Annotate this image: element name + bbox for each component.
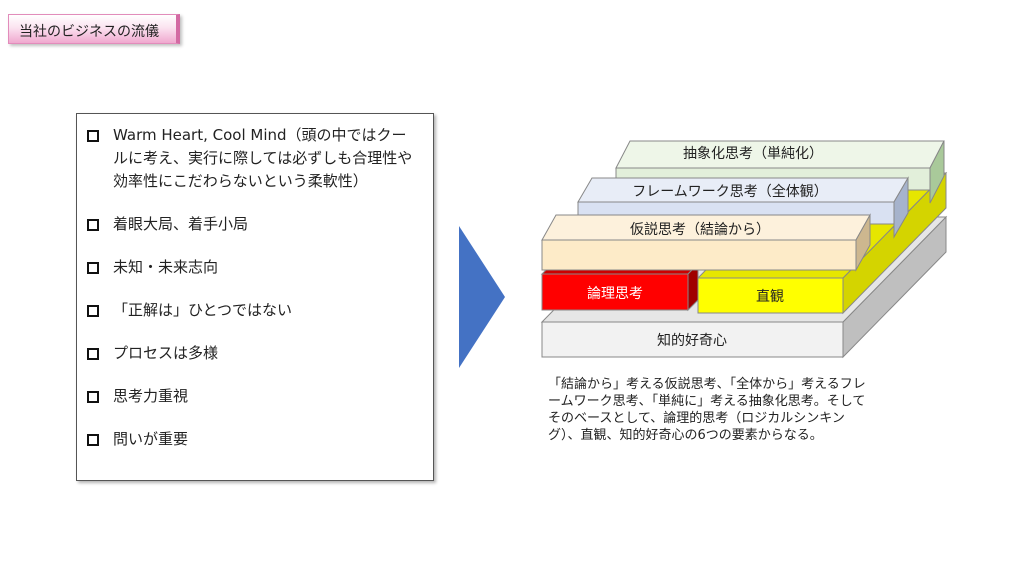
logical-thinking-block: 論理思考 [540, 262, 700, 312]
list-item-text: 着眼大局、着手小局 [113, 215, 249, 233]
hypothesis-block: 仮説思考（結論から） [541, 213, 871, 272]
page-title: 当社のビジネスの流儀 [19, 24, 159, 40]
list-item-text: Warm Heart, Cool Mind（頭の中ではクールに考え、実行に際して… [113, 126, 413, 190]
list-item-text: 未知・未来志向 [113, 258, 219, 276]
list-item: 問いが重要 [87, 428, 417, 451]
curiosity-label: 知的好奇心 [657, 332, 727, 349]
logical-thinking-label: 論理思考 [587, 286, 643, 302]
hypothesis-label: 仮説思考（結論から） [630, 222, 770, 238]
list-item: Warm Heart, Cool Mind（頭の中ではクールに考え、実行に際して… [87, 124, 417, 193]
list-item-text: 問いが重要 [113, 430, 189, 448]
list-item: 未知・未来志向 [87, 256, 417, 279]
checkbox-square-icon [87, 305, 99, 317]
list-item-text: 「正解は」ひとつではない [113, 301, 292, 319]
diagram-caption: 「結論から」考える仮説思考、「全体から」考えるフレームワーク思考、「単純に」考え… [548, 377, 866, 443]
principles-panel: Warm Heart, Cool Mind（頭の中ではクールに考え、実行に際して… [76, 113, 434, 481]
list-item: 「正解は」ひとつではない [87, 299, 417, 322]
principles-list: Warm Heart, Cool Mind（頭の中ではクールに考え、実行に際して… [87, 124, 417, 471]
intuition-label: 直観 [756, 288, 784, 305]
checkbox-square-icon [87, 434, 99, 446]
checkbox-square-icon [87, 130, 99, 142]
framework-label: フレームワーク思考（全体観） [632, 183, 828, 200]
list-item-text: プロセスは多様 [113, 344, 219, 362]
list-item: プロセスは多様 [87, 342, 417, 365]
checkbox-square-icon [87, 219, 99, 231]
checkbox-square-icon [87, 262, 99, 274]
list-item: 思考力重視 [87, 385, 417, 408]
checkbox-square-icon [87, 348, 99, 360]
abstraction-label: 抽象化思考（単純化） [683, 146, 823, 162]
right-arrow-icon [459, 226, 505, 368]
thinking-stack-diagram: 知的好奇心 直観 論理思考 抽象化思考（単純化） フレームワーク思考（全体観） … [540, 140, 948, 359]
page-title-tab: 当社のビジネスの流儀 [8, 14, 180, 44]
checkbox-square-icon [87, 391, 99, 403]
list-item: 着眼大局、着手小局 [87, 213, 417, 236]
list-item-text: 思考力重視 [113, 387, 189, 405]
